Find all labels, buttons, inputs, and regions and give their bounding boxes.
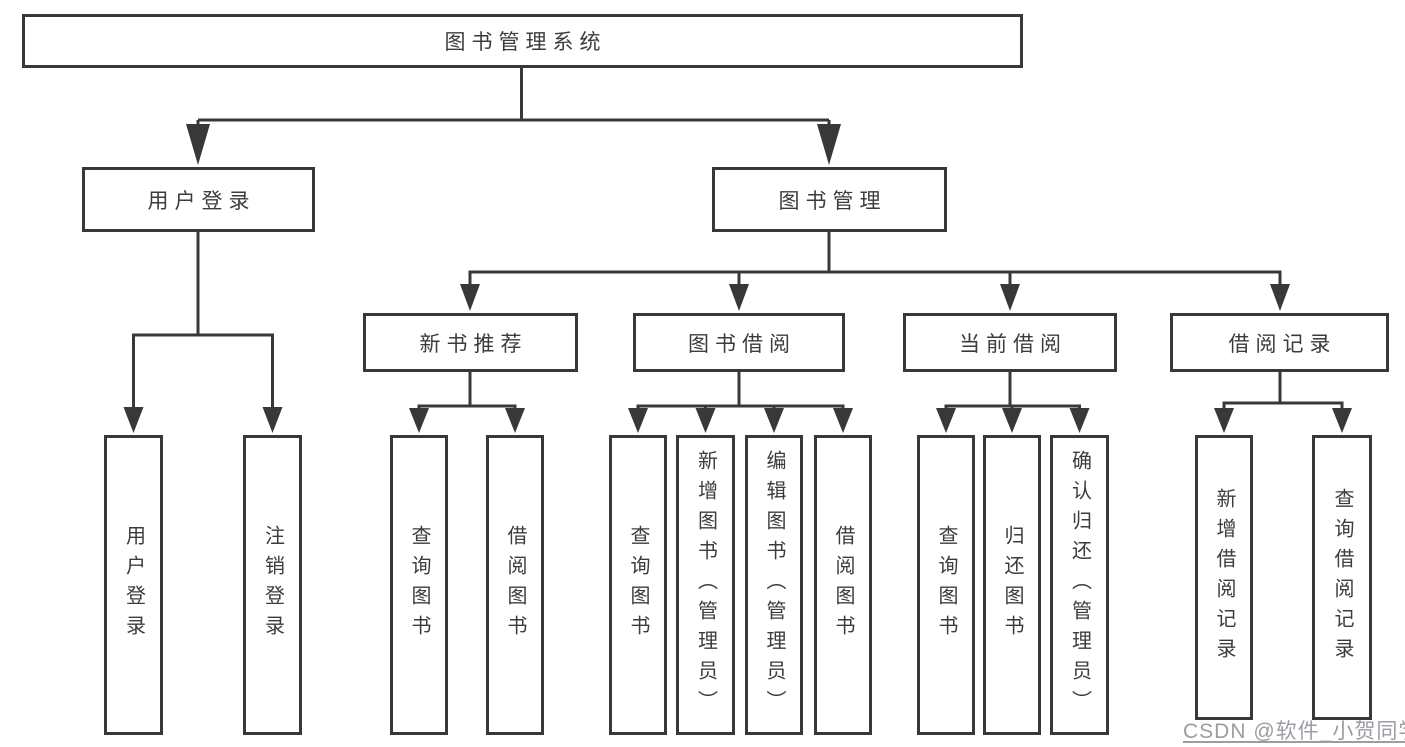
arrow-head-icon [817, 124, 841, 165]
csdn-watermark: CSDN @软件_小贺同学 [1183, 720, 1405, 743]
node-book-management: 图书管理 [712, 167, 947, 232]
arrow-head-icon [460, 284, 480, 311]
node-current-borrowing: 当前借阅 [903, 313, 1117, 372]
arrow-head-icon [1069, 408, 1090, 433]
arrow-head-icon [1214, 408, 1234, 433]
arrow-head-icon [833, 408, 853, 433]
arrow-head-icon [695, 408, 716, 433]
arrow-head-icon [123, 407, 144, 433]
node-leaf-borrow-books-2: 借阅图书 [814, 435, 872, 735]
arrow-head-icon [628, 408, 648, 433]
node-leaf-logout: 注销登录 [243, 435, 302, 735]
node-book-borrowing: 图书借阅 [633, 313, 845, 372]
arrow-head-icon [1002, 408, 1022, 433]
arrow-head-icon [1270, 284, 1290, 311]
node-leaf-edit-book-admin: 编辑图书（管理员） [745, 435, 803, 735]
node-leaf-add-book-admin: 新增图书（管理员） [676, 435, 735, 735]
node-user-login: 用户登录 [82, 167, 315, 232]
arrow-head-icon [1332, 408, 1352, 433]
arrow-head-icon [186, 124, 210, 165]
node-leaf-confirm-return-admin: 确认归还（管理员） [1050, 435, 1109, 735]
arrow-head-icon [936, 408, 956, 433]
node-leaf-add-borrow-record: 新增借阅记录 [1195, 435, 1253, 720]
node-leaf-user-login: 用户登录 [104, 435, 163, 735]
node-leaf-query-borrow-record: 查询借阅记录 [1312, 435, 1372, 720]
node-new-book-recommend: 新书推荐 [363, 313, 578, 372]
arrow-head-icon [1000, 284, 1020, 311]
node-leaf-borrow-books-1: 借阅图书 [486, 435, 544, 735]
arrow-head-icon [764, 408, 784, 433]
node-leaf-query-books-2: 查询图书 [609, 435, 667, 735]
node-root: 图书管理系统 [22, 14, 1023, 68]
node-leaf-query-books-1: 查询图书 [390, 435, 448, 735]
arrow-head-icon [729, 284, 749, 311]
node-leaf-return-book: 归还图书 [983, 435, 1041, 735]
arrow-head-icon [262, 407, 283, 433]
node-leaf-query-books-3: 查询图书 [917, 435, 975, 735]
arrow-head-icon [505, 408, 525, 433]
node-borrowing-records: 借阅记录 [1170, 313, 1389, 372]
arrow-head-icon [409, 408, 429, 433]
